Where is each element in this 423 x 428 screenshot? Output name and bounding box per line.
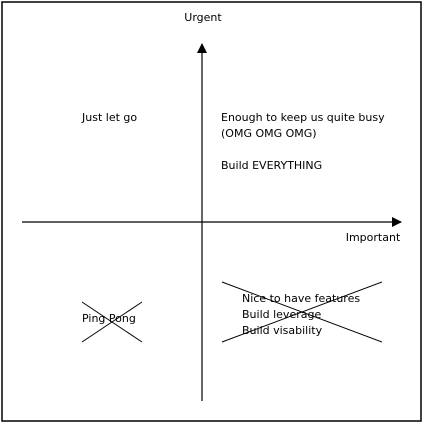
quadrant-bottom-right-text: Nice to have features Build leverage Bui… bbox=[242, 292, 364, 337]
bottom-right-cross-mark bbox=[221, 281, 383, 343]
quadrant-bottom-left-line: Ping Pong bbox=[82, 312, 136, 325]
quadrant-top-left-line: Just let go bbox=[81, 111, 137, 124]
quadrant-top-left-text: Just let go bbox=[81, 111, 137, 124]
quadrant-top-right-text: Enough to keep us quite busy (OMG OMG OM… bbox=[221, 111, 388, 172]
outer-frame bbox=[1, 1, 422, 422]
quadrant-top-right-line: Build EVERYTHING bbox=[221, 159, 322, 172]
quadrant-bottom-right-line: Build leverage bbox=[242, 308, 321, 321]
quadrant-bottom-right-line: Build visability bbox=[242, 324, 323, 337]
axis-label-important: Important bbox=[346, 231, 401, 244]
quadrant-bottom-right-line: Nice to have features bbox=[242, 292, 360, 305]
axis-label-urgent: Urgent bbox=[184, 11, 222, 24]
quadrant-top-right-line: Enough to keep us quite busy bbox=[221, 111, 385, 124]
quadrant-top-right-line: (OMG OMG OMG) bbox=[221, 127, 317, 140]
quadrant-bottom-left-text: Ping Pong bbox=[82, 312, 136, 325]
bottom-left-cross-mark bbox=[81, 301, 143, 343]
